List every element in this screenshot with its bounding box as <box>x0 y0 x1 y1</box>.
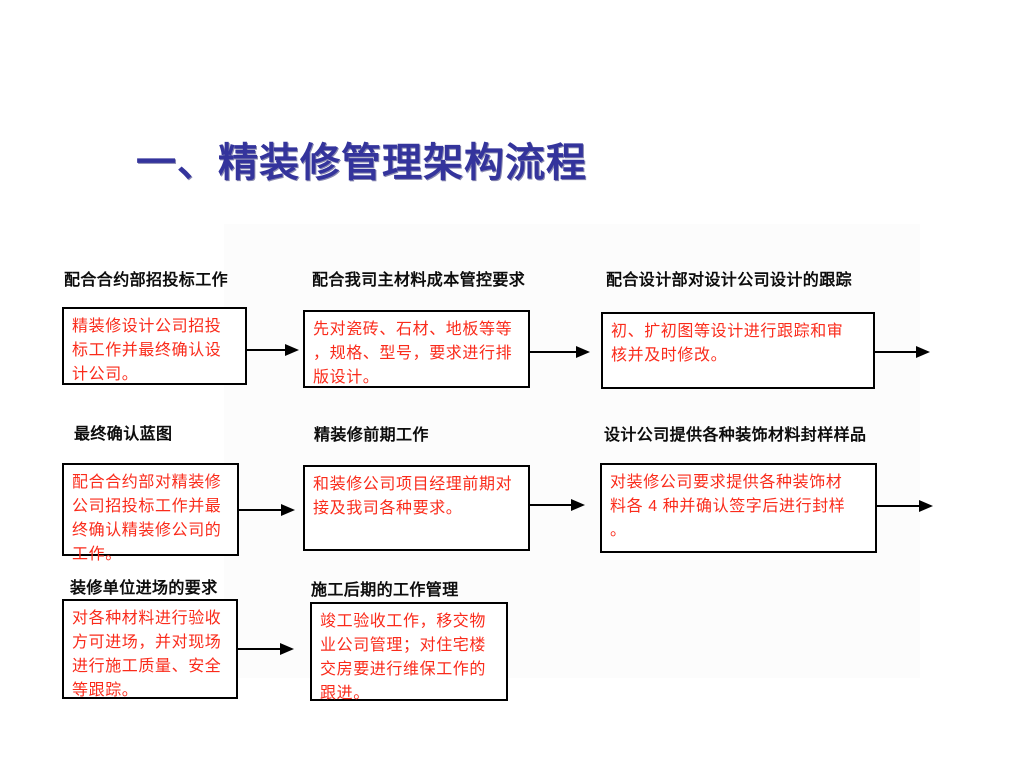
arrow-head-icon <box>916 346 930 358</box>
node-header-material-cost-control: 配合我司主材料成本管控要求 <box>312 272 526 289</box>
node-box-site-entry-requirements: 对各种材料进行验收 方可进场，并对现场 进行施工质量、安全 等跟踪。 <box>62 599 238 699</box>
flow-arrow-icon <box>247 344 299 356</box>
node-header-confirm-blueprint: 最终确认蓝图 <box>74 426 173 443</box>
arrow-shaft <box>529 504 573 506</box>
node-box-confirm-blueprint: 配合合约部对精装修 公司招投标工作并最 终确认精装修公司的 工作。 <box>62 463 239 563</box>
node-box-bidding-work: 精装修设计公司招投 标工作并最终确认设 计公司。 <box>62 307 247 385</box>
arrow-head-icon <box>281 504 295 516</box>
node-header-design-tracking: 配合设计部对设计公司设计的跟踪 <box>606 272 853 289</box>
node-header-late-stage-management: 施工后期的工作管理 <box>311 582 459 599</box>
arrow-shaft <box>530 351 578 353</box>
arrow-head-icon <box>576 346 590 358</box>
node-header-site-entry-requirements: 装修单位进场的要求 <box>70 580 218 597</box>
slide-title: 一、精装修管理架构流程 <box>136 141 587 185</box>
arrow-shaft <box>875 351 918 353</box>
arrow-shaft <box>238 648 282 650</box>
arrow-head-icon <box>285 344 299 356</box>
node-box-late-stage-management: 竣工验收工作，移交物 业公司管理；对住宅楼 交房要进行维保工作的 跟进。 <box>310 602 508 702</box>
node-box-early-stage-work: 和装修公司项目经理前期对 接及我司各种要求。 <box>303 465 530 551</box>
flow-arrow-icon <box>875 346 930 358</box>
arrow-shaft <box>877 505 921 507</box>
arrow-shaft <box>239 509 283 511</box>
node-box-design-tracking: 初、扩初图等设计进行跟踪和审 核并及时修改。 <box>601 312 875 389</box>
flow-arrow-icon <box>530 346 590 358</box>
node-header-material-samples: 设计公司提供各种装饰材料封样样品 <box>604 427 867 444</box>
flow-arrow-icon <box>877 500 933 512</box>
node-header-bidding-work: 配合合约部招投标工作 <box>64 272 229 289</box>
arrow-head-icon <box>280 643 294 655</box>
node-header-early-stage-work: 精装修前期工作 <box>314 427 429 444</box>
node-box-material-samples: 对装修公司要求提供各种装饰材 料各 4 种并确认签字后进行封样 。 <box>600 463 877 553</box>
arrow-head-icon <box>571 499 585 511</box>
flow-arrow-icon <box>239 504 295 516</box>
flow-arrow-icon <box>529 499 585 511</box>
arrow-shaft <box>247 349 287 351</box>
arrow-head-icon <box>919 500 933 512</box>
node-box-material-cost-control: 先对瓷砖、石材、地板等等 ，规格、型号，要求进行排 版设计。 <box>303 310 530 388</box>
flow-arrow-icon <box>238 643 294 655</box>
